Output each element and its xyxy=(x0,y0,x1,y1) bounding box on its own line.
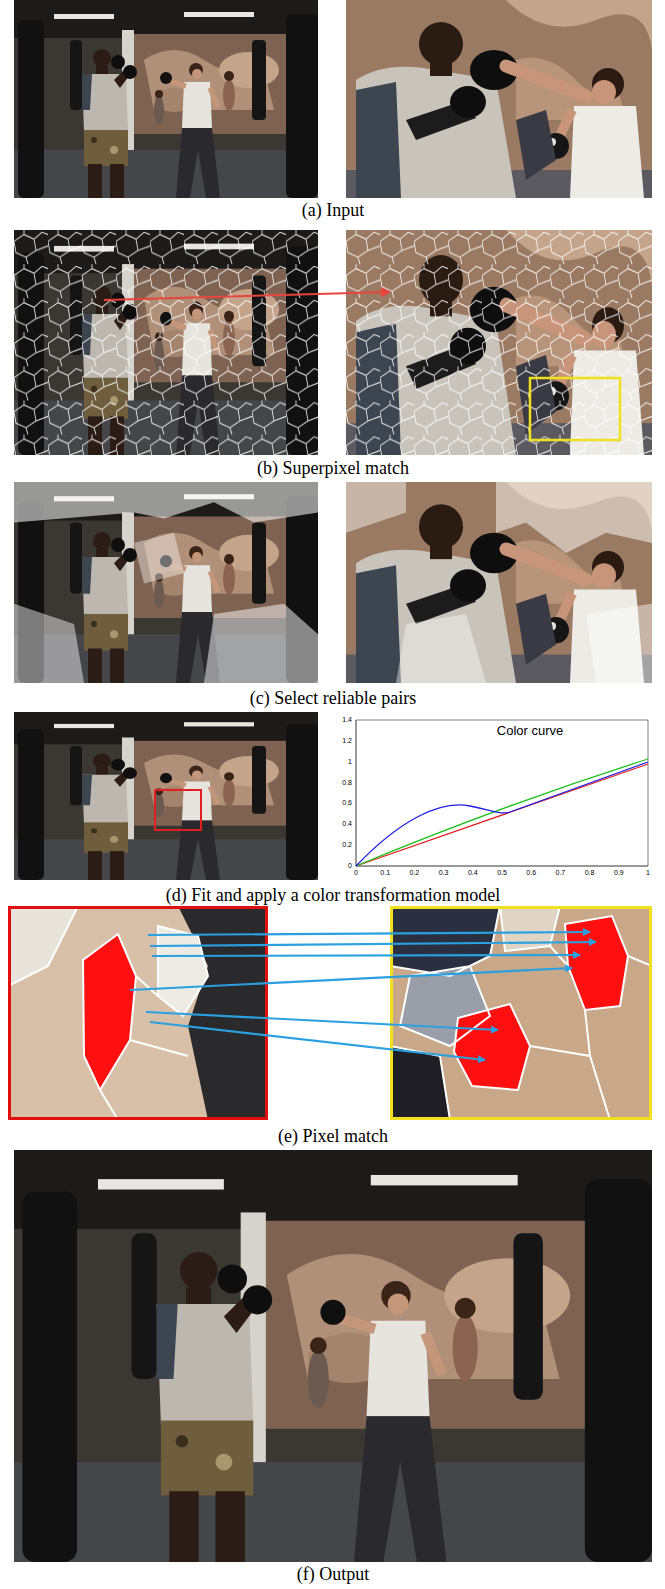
axis-tick: 0.5 xyxy=(497,869,507,877)
axis-tick: 0.8 xyxy=(585,869,595,877)
axis-tick: 0.7 xyxy=(556,869,566,877)
highlight-box xyxy=(530,378,620,440)
highlight-box xyxy=(155,790,201,830)
zoom-patch xyxy=(390,906,652,1120)
photo xyxy=(346,482,652,683)
panel-caption: (b) Superpixel match xyxy=(257,458,409,479)
photo xyxy=(14,482,318,683)
axis-tick: 0.9 xyxy=(614,869,624,877)
axis-tick: 0.6 xyxy=(526,869,536,877)
match-arrow xyxy=(104,292,390,300)
color-curve-chart xyxy=(356,720,648,866)
zoom-patch xyxy=(8,906,268,1120)
axis-tick: 1 xyxy=(348,758,352,766)
photo xyxy=(346,230,652,455)
axis-tick: 0 xyxy=(348,862,352,870)
panel-caption: (a) Input xyxy=(302,200,364,221)
axis-tick: 0.4 xyxy=(468,869,478,877)
chart-title: Color curve xyxy=(497,724,563,739)
pixel-match-arrows xyxy=(130,932,596,1060)
axis-tick: 1.2 xyxy=(342,737,352,745)
axis-tick: 0.4 xyxy=(342,820,352,828)
axis-tick: 0.6 xyxy=(342,799,352,807)
photo xyxy=(14,1150,652,1562)
axis-tick: 0 xyxy=(354,869,358,877)
axis-tick: 0.3 xyxy=(439,869,449,877)
photo xyxy=(346,0,652,198)
panel-caption: (c) Select reliable pairs xyxy=(250,688,416,709)
axis-tick: 0.2 xyxy=(410,869,420,877)
photo xyxy=(14,230,318,455)
panel-caption: (e) Pixel match xyxy=(278,1126,388,1147)
photo xyxy=(14,712,318,880)
axis-tick: 0.8 xyxy=(342,779,352,787)
axis-tick: 0.2 xyxy=(342,841,352,849)
axis-tick: 0.1 xyxy=(380,869,390,877)
panel-caption: (f) Output xyxy=(297,1564,369,1585)
axis-tick: 1 xyxy=(646,869,650,877)
photo xyxy=(14,0,318,198)
axis-tick: 1.4 xyxy=(342,716,352,724)
panel-caption: (d) Fit and apply a color transformation… xyxy=(166,885,500,906)
